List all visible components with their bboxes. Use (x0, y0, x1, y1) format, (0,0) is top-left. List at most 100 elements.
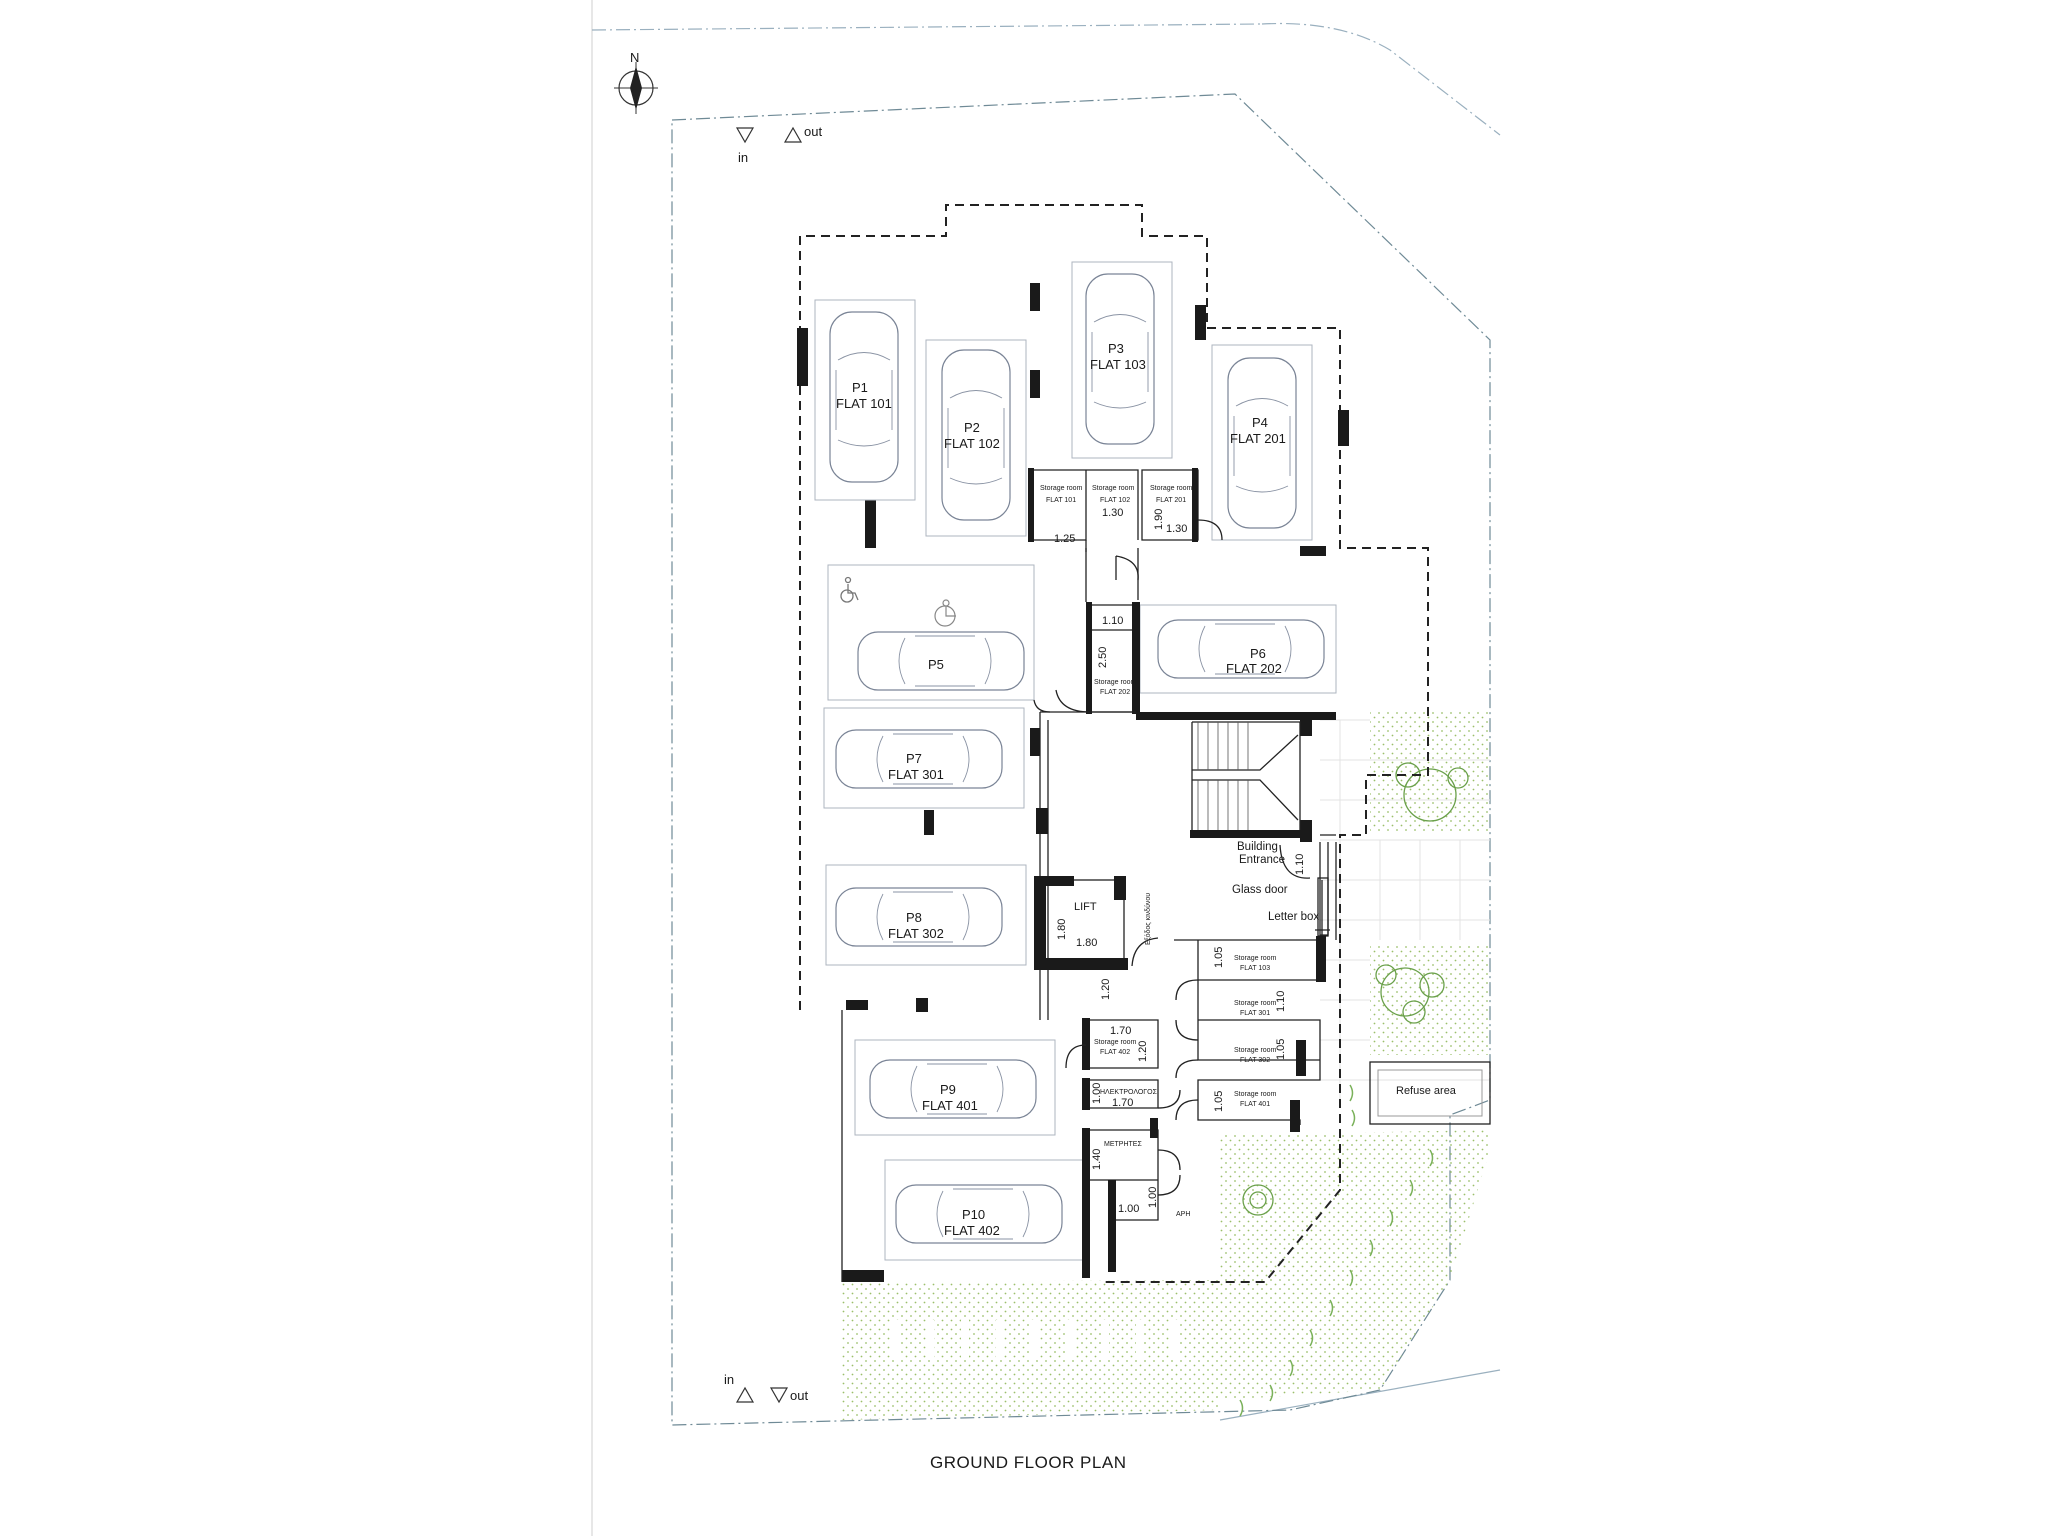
lift-shaft (1034, 876, 1128, 970)
refuse-area-label: Refuse area (1396, 1085, 1457, 1097)
storage-room-label: Storage room (1234, 1091, 1277, 1098)
lift-label: LIFT (1074, 901, 1097, 913)
hedge-row (1239, 1084, 1434, 1417)
entrance-out-label-top: out (804, 124, 822, 139)
wheelchair-icon (934, 599, 956, 627)
dimension-label: 1.10 (1102, 615, 1123, 627)
parking-code: P9 (940, 1082, 956, 1097)
car-icon (829, 311, 899, 483)
wheelchair-icon (840, 576, 859, 603)
storage-room-label: Storage room (1094, 1039, 1137, 1046)
parking-code: P7 (906, 751, 922, 766)
entrance-out-marker-top (783, 126, 803, 143)
storage-room-flat: FLAT 102 (1100, 497, 1130, 504)
parking-code: P2 (964, 420, 980, 435)
storage-room-label: Storage room (1150, 485, 1193, 492)
entrance-in-label-top: in (738, 150, 748, 165)
sheet-border-top (591, 23, 1263, 31)
parking-flat: FLAT 301 (888, 767, 944, 782)
road-boundary (1261, 22, 1501, 136)
parking-bay (825, 864, 1027, 966)
dimension-label: 1.10 (1275, 991, 1287, 1012)
dimension-label: 1.30 (1166, 523, 1187, 535)
parking-bay (1211, 344, 1313, 541)
entrance-in-marker-bottom (735, 1386, 755, 1403)
car-icon (835, 729, 1003, 789)
utility-block-left (1065, 1018, 1181, 1278)
glass-door-swing (1279, 844, 1311, 879)
refuse-area (1369, 1061, 1491, 1125)
parking-bay (827, 564, 1035, 701)
storage-room-flat: FLAT 302 (1240, 1057, 1270, 1064)
entrance-label: Building (1237, 841, 1278, 853)
car-icon (869, 1059, 1037, 1119)
parking-code: P3 (1108, 341, 1124, 356)
storage-room-label: Storage room (1234, 1047, 1277, 1054)
parking-code: P6 (1250, 646, 1266, 661)
electrical-room-label: ΗΛΕΚΤΡΟΛΟΓΟΣ (1100, 1089, 1158, 1096)
dimension-label: 1.40 (1091, 1149, 1103, 1170)
tree-icon (1375, 964, 1445, 1024)
meters-room-label: ΜΕΤΡΗΤΕΣ (1104, 1141, 1142, 1148)
north-label: N (630, 50, 639, 65)
car-icon (835, 887, 1003, 947)
north-arrow-icon (614, 62, 658, 114)
dimension-label: 1.20 (1137, 1041, 1149, 1062)
dimension-label: 1.00 (1091, 1083, 1103, 1104)
parking-flat: FLAT 102 (944, 436, 1000, 451)
parking-code: P5 (928, 657, 944, 672)
car-icon (1157, 619, 1325, 679)
dimension-label: 1.00 (1147, 1187, 1159, 1208)
exit-label: Εξόδος κινδύνου (1144, 893, 1152, 945)
staircase (1136, 712, 1336, 842)
storage-room-label: Storage room (1094, 679, 1137, 686)
parking-flat: FLAT 202 (1226, 661, 1282, 676)
parking-bay (854, 1039, 1056, 1136)
parking-flat: FLAT 302 (888, 926, 944, 941)
glass-door-label: Glass door (1232, 884, 1288, 896)
car-icon (941, 349, 1011, 521)
corridor-walls (1030, 699, 1051, 1020)
dimension-label: 2.50 (1097, 647, 1109, 668)
parking-flat: FLAT 402 (944, 1223, 1000, 1238)
parking-flat: FLAT 103 (1090, 357, 1146, 372)
storage-room-flat: FLAT 202 (1100, 689, 1130, 696)
tree-icon (1395, 762, 1469, 822)
storage-room-flat: FLAT 103 (1240, 965, 1270, 972)
dimension-label: 1.00 (1118, 1203, 1139, 1215)
dimension-label: 1.30 (1102, 507, 1123, 519)
entrance-in-marker-top (735, 127, 755, 144)
parking-bay (814, 299, 916, 501)
dimension-label: 1.70 (1110, 1025, 1131, 1037)
car-icon (1085, 273, 1155, 445)
dimension-label: 1.05 (1213, 947, 1225, 968)
shrub-icon (1242, 1184, 1274, 1216)
parking-flat: FLAT 101 (836, 396, 892, 411)
car-icon (1227, 357, 1297, 529)
storage-room-flat: FLAT 401 (1240, 1101, 1270, 1108)
storage-room-flat: FLAT 402 (1100, 1049, 1130, 1056)
exit-door-swing (1131, 937, 1159, 967)
parking-bay (823, 707, 1025, 809)
storage-room-label: Storage room (1092, 485, 1135, 492)
storage-room-label: Storage room (1040, 485, 1083, 492)
parking-code: P8 (906, 910, 922, 925)
entrance-in-label-bottom: in (724, 1372, 734, 1387)
parking-bay (1071, 261, 1173, 459)
dimension-label: 1.05 (1275, 1039, 1287, 1060)
entrance-out-marker-bottom (769, 1387, 789, 1404)
storage-room-label: Storage room (1234, 1000, 1277, 1007)
parking-stripes-bottom (891, 1320, 1179, 1360)
car-icon (857, 631, 1025, 691)
storage-room-flat: FLAT 201 (1156, 497, 1186, 504)
dimension-label: 1.10 (1294, 854, 1306, 875)
dimension-label: 1.25 (1054, 533, 1075, 545)
entrance-out-label-bottom: out (790, 1388, 808, 1403)
parking-flat: FLAT 201 (1230, 431, 1286, 446)
parking-code: P10 (962, 1207, 985, 1222)
dimension-label: 1.20 (1100, 979, 1112, 1000)
letter-box-label: Letter box (1268, 911, 1319, 923)
storage-room-flat: FLAT 101 (1046, 497, 1076, 504)
dimension-label: 1.80 (1076, 937, 1097, 949)
